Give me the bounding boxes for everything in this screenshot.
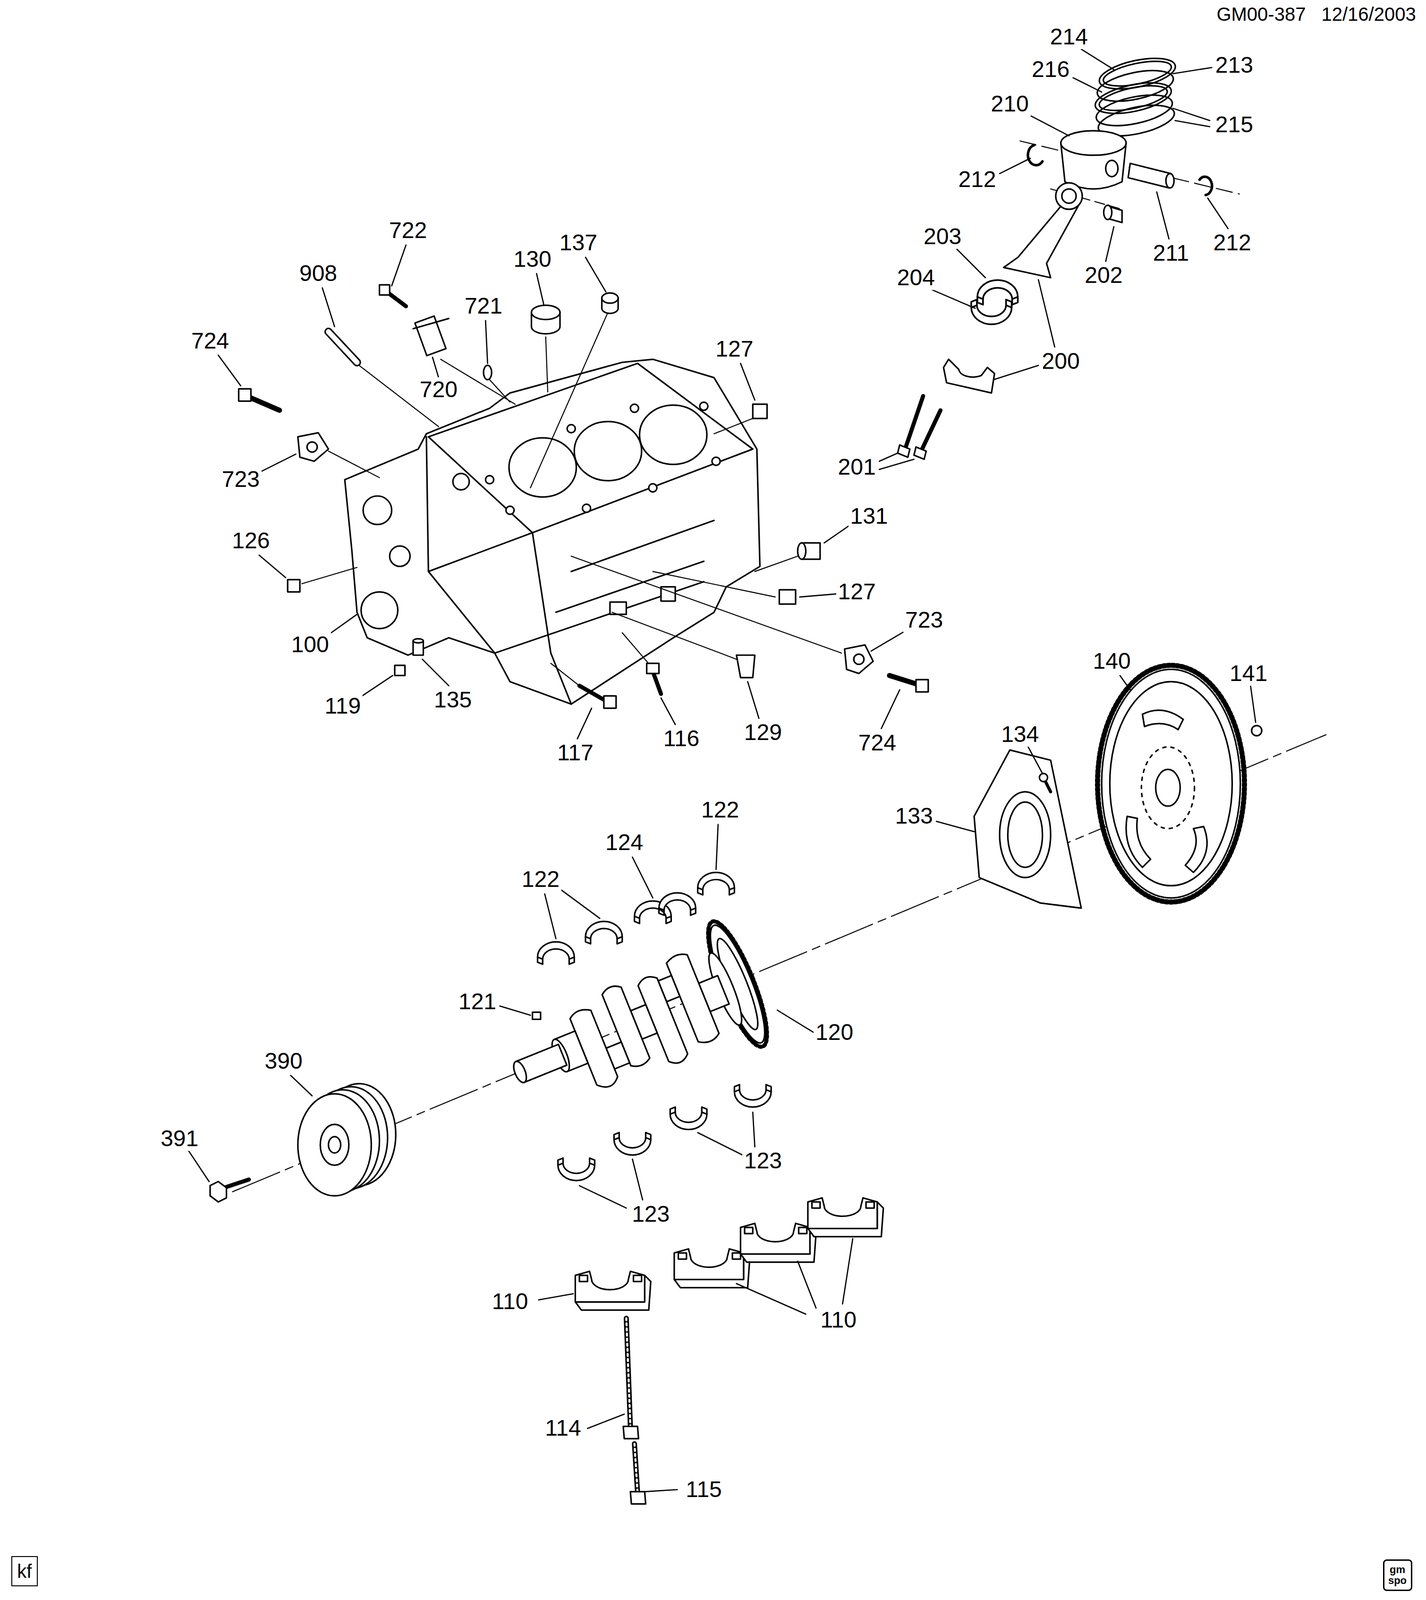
callout-number: 122	[519, 866, 562, 892]
callout-number: 120	[813, 1019, 856, 1045]
node-text: spo	[1388, 1574, 1407, 1586]
callout-number: 723	[903, 607, 945, 633]
callout-number: 117	[555, 740, 596, 765]
drawing-number: GM00-387	[1214, 3, 1308, 25]
callout-number: 135	[432, 687, 474, 713]
callout-number: 908	[297, 261, 340, 286]
callout-number: 110	[490, 1289, 531, 1314]
callout-number: 724	[189, 328, 231, 354]
node-text: kf	[16, 1561, 32, 1581]
callout-number: 215	[1213, 112, 1256, 137]
callout-number: 721	[462, 293, 505, 319]
callout-number: 124	[603, 830, 646, 855]
callout-number: 100	[289, 632, 332, 657]
initials-box: kf	[11, 1555, 38, 1587]
callout-number: 724	[856, 730, 899, 756]
callout-number: 123	[742, 1148, 784, 1173]
callout-number: 391	[158, 1126, 201, 1151]
callout-number: 213	[1213, 52, 1256, 78]
callout-number: 130	[511, 246, 554, 272]
callout-number: 202	[1082, 263, 1125, 288]
callout-number: 115	[683, 1476, 724, 1502]
callout-number: 722	[387, 218, 429, 243]
node-text: gm	[1389, 1563, 1406, 1575]
callout-number: 212	[1211, 230, 1254, 255]
callout-number: 210	[989, 91, 1031, 117]
callout-number: 211	[1151, 240, 1192, 266]
callout-number: 137	[557, 230, 600, 255]
callout-number: 131	[848, 503, 890, 529]
callout-number: 123	[629, 1201, 672, 1227]
callout-number: 720	[417, 377, 460, 402]
callout-number: 110	[818, 1307, 859, 1333]
callout-number: 212	[956, 167, 998, 192]
callout-number: 121	[456, 989, 499, 1014]
callout-number: 203	[921, 224, 964, 249]
callout-number: 129	[742, 720, 784, 745]
callout-number: 114	[543, 1415, 584, 1441]
callout-number: 122	[699, 797, 741, 823]
callout-number: 200	[1040, 348, 1082, 374]
callout-number: 127	[713, 336, 756, 362]
callout-number: 214	[1048, 24, 1090, 50]
callout-number: 126	[229, 528, 272, 553]
callout-number: 134	[999, 721, 1041, 747]
drawing-date: 12/16/2003	[1319, 3, 1418, 25]
callout-number: 133	[893, 803, 935, 829]
callout-number: 116	[661, 726, 702, 751]
callout-number: 201	[836, 454, 878, 480]
callout-number: 216	[1029, 57, 1072, 82]
callout-number: 141	[1227, 661, 1270, 686]
callout-number: 204	[895, 265, 937, 290]
callout-number: 127	[836, 579, 878, 604]
callout-number: 119	[322, 693, 364, 719]
callout-number: 390	[262, 1048, 305, 1074]
callout-number: 723	[220, 466, 262, 492]
gm-spo-logo: gmspo	[1383, 1559, 1413, 1591]
callout-number: 140	[1091, 648, 1133, 674]
